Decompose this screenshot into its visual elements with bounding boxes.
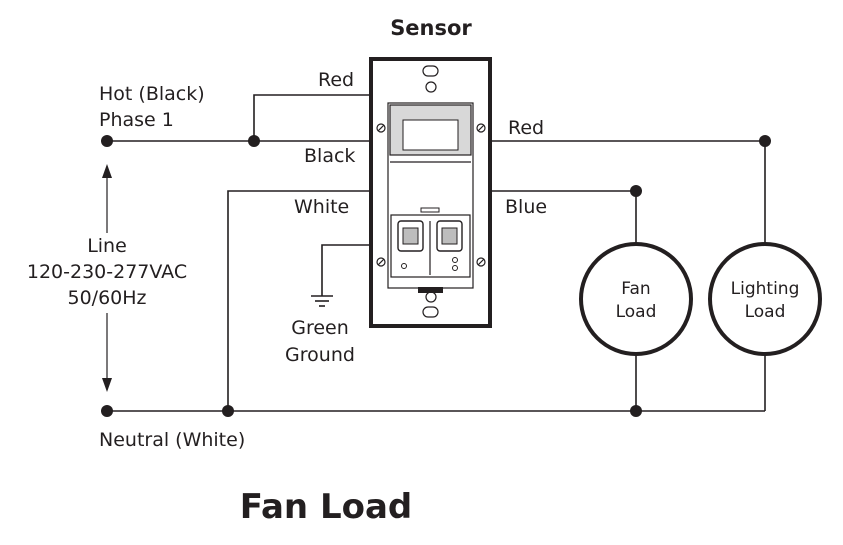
- red-junction: [759, 135, 771, 147]
- sensor-indicator: [420, 207, 440, 213]
- lighting-load-label-1: Lighting: [731, 279, 800, 299]
- sensor-bottom-bar: [418, 287, 443, 293]
- top-slot-icon: [422, 65, 439, 77]
- side-screw-icon: [376, 123, 486, 267]
- fan-load-circle: [579, 242, 693, 356]
- label-red-right: Red: [508, 117, 544, 139]
- sensor-device: [369, 57, 492, 328]
- label-black: Black: [304, 145, 355, 167]
- bottom-screw-icon: [425, 291, 437, 303]
- fan-load-label-2: Load: [616, 302, 657, 322]
- line-label-2: 120-230-277VAC: [27, 261, 187, 283]
- label-red-top: Red: [318, 69, 354, 91]
- line-voltage-arrow-icon: [102, 164, 112, 392]
- line-label-3: 50/60Hz: [67, 287, 146, 309]
- line-label-1: Line: [87, 235, 127, 257]
- ground-label-2: Ground: [285, 344, 355, 366]
- white-wire: [227, 190, 371, 411]
- neutral-terminal: [101, 405, 113, 417]
- ground-symbol-icon: [311, 295, 333, 307]
- hot-label-2: Phase 1: [99, 109, 174, 131]
- fan-load-label-1: Fan: [621, 279, 650, 299]
- hot-terminal: [101, 135, 113, 147]
- neutral-junction-white: [222, 405, 234, 417]
- red-wire-right: [490, 140, 766, 244]
- bottom-slot-icon: [422, 306, 439, 318]
- ground-label-1: Green: [291, 317, 349, 339]
- sensor-lens-window: [402, 119, 459, 151]
- lighting-load-label-2: Load: [745, 302, 786, 322]
- hot-label-1: Hot (Black): [99, 83, 205, 105]
- label-blue: Blue: [505, 196, 547, 218]
- diagram-title: Fan Load: [240, 487, 413, 527]
- blue-junction: [630, 185, 642, 197]
- neutral-label: Neutral (White): [99, 429, 245, 451]
- ground-wire: [321, 244, 371, 296]
- lighting-load-circle: [708, 242, 822, 356]
- sensor-heading: Sensor: [390, 16, 472, 40]
- label-white: White: [294, 196, 349, 218]
- red-wire-top: [253, 94, 371, 141]
- top-screw-icon: [425, 81, 437, 93]
